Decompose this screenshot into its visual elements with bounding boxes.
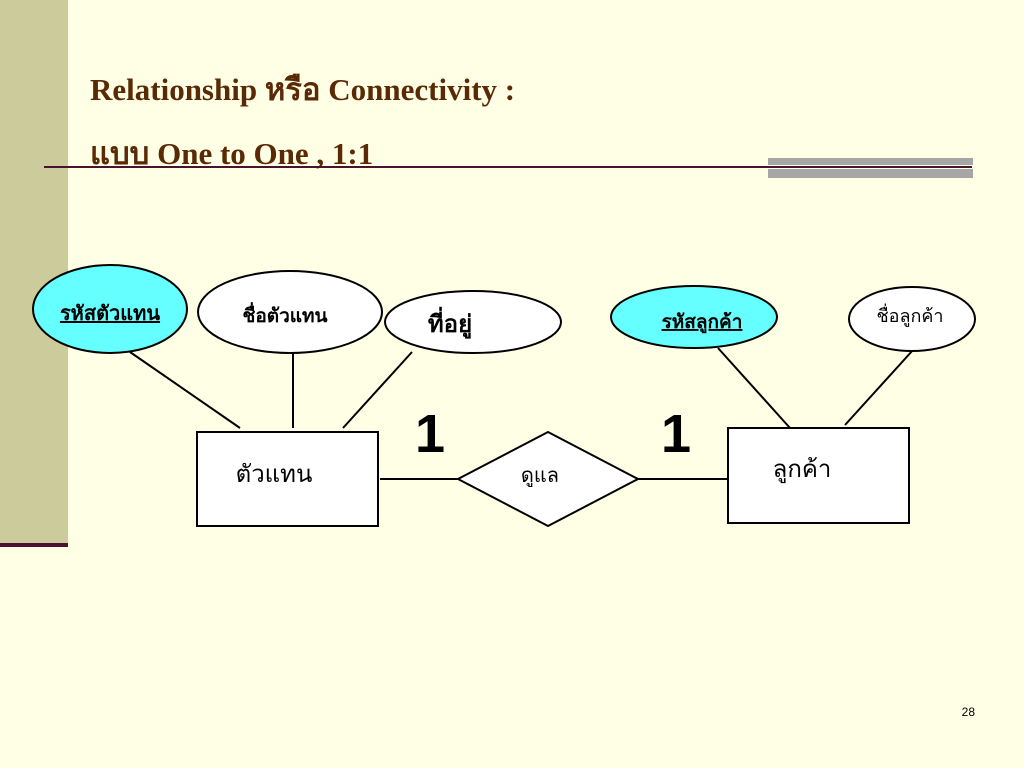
side-band <box>0 0 68 545</box>
relationship-label: ดูแล <box>521 463 559 488</box>
page-number: 28 <box>961 705 975 719</box>
attribute-customer-name-label: ชื่อลูกค้า <box>876 303 943 327</box>
side-rule <box>0 543 68 547</box>
title-line-2: แบบ One to One , 1:1 <box>90 136 374 171</box>
attribute-customer-id-label: รหัสลูกค้า <box>662 311 743 334</box>
entity-agent-box <box>196 431 379 527</box>
attribute-agent-name-label: ชื่อตัวแทน <box>242 302 327 327</box>
entity-customer-box <box>727 427 910 524</box>
connector-address <box>342 351 413 429</box>
attribute-customer-name-ellipse <box>848 286 976 352</box>
attribute-agent-id-ellipse <box>32 264 188 354</box>
connector-customer-id <box>717 347 791 429</box>
attribute-customer-id-ellipse <box>610 285 778 349</box>
cardinality-agent-side: 1 <box>415 404 445 464</box>
title-underline <box>44 166 972 168</box>
title-line-1: Relationship หรือ Connectivity : <box>90 72 516 107</box>
slide-title: Relationship หรือ Connectivity : แบบ One… <box>90 58 850 186</box>
attribute-agent-name-ellipse <box>197 270 383 354</box>
relationship-diamond <box>455 430 641 528</box>
attribute-address-ellipse <box>384 290 562 354</box>
connector-customer-name <box>844 349 914 426</box>
attribute-address-label: ที่อยู่ <box>428 306 472 339</box>
cardinality-customer-side: 1 <box>661 404 691 464</box>
title-accent-bars <box>768 158 973 178</box>
entity-customer-label: ลูกค้า <box>773 455 832 484</box>
entity-agent-label: ตัวแทน <box>236 460 313 488</box>
attribute-agent-id-label: รหัสตัวแทน <box>60 301 160 325</box>
connector-agent-id <box>129 351 241 429</box>
